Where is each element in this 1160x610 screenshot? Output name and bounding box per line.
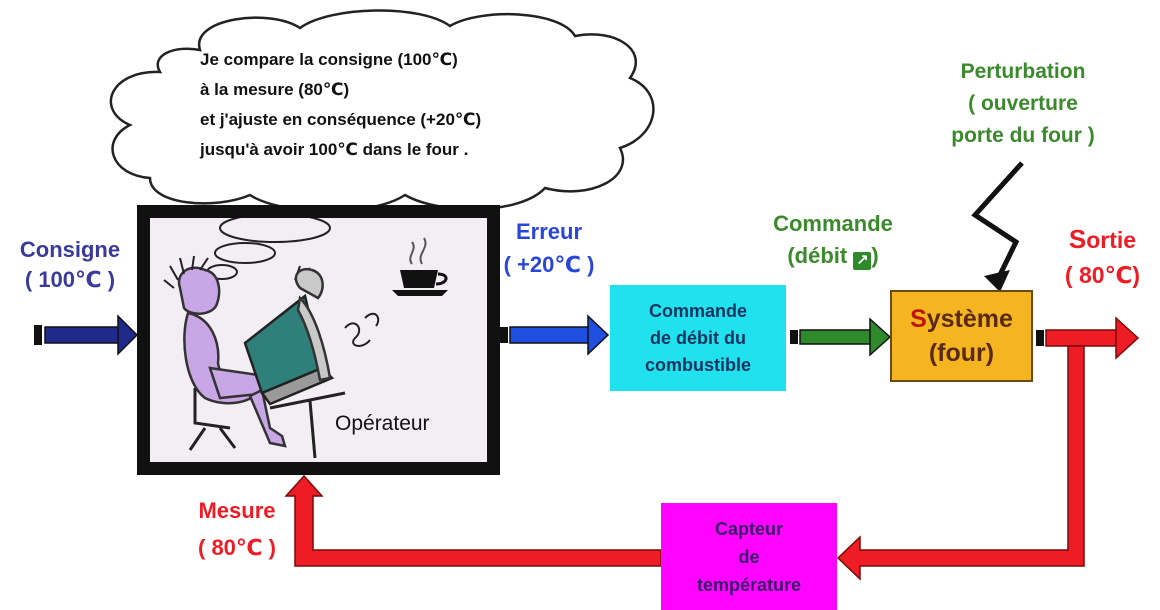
system-subtitle: (four) bbox=[928, 339, 995, 367]
sortie-title-rest: ortie bbox=[1086, 227, 1137, 253]
consigne-value: ( 100℃ ) bbox=[24, 267, 116, 292]
consigne-label: Consigne ( 100℃ ) bbox=[8, 236, 132, 293]
sortie-arrow bbox=[1036, 316, 1140, 360]
sortie-title: Sortie bbox=[1050, 226, 1155, 254]
thought-line: jusqu'à avoir 100℃ dans le four . bbox=[200, 140, 469, 159]
erreur-arrow bbox=[500, 314, 610, 356]
erreur-label: Erreur ( +20℃ ) bbox=[490, 218, 608, 278]
consigne-arrow bbox=[34, 314, 139, 356]
block-line: combustible bbox=[644, 354, 751, 375]
system-title-rest: ystème bbox=[926, 305, 1013, 333]
block-line: Capteur bbox=[714, 518, 783, 539]
system-title: Système bbox=[910, 302, 1013, 336]
feedback-arrow-left bbox=[284, 474, 662, 567]
commande-value: (débit ↗) bbox=[752, 242, 914, 270]
block-line: température bbox=[696, 574, 802, 595]
consigne-title: Consigne bbox=[19, 237, 121, 262]
mesure-label: Mesure ( 80℃ ) bbox=[183, 497, 291, 561]
commande-arrow bbox=[790, 317, 892, 357]
block-line: Commande bbox=[648, 300, 747, 321]
fuel-flow-control-block: Commande de débit du combustible bbox=[610, 285, 786, 391]
operator-label: Opérateur bbox=[335, 412, 430, 435]
perturbation-line: porte du four ) bbox=[951, 124, 1095, 147]
temperature-sensor-block: Capteur de température bbox=[661, 503, 837, 610]
sortie-value: ( 80℃) bbox=[1064, 262, 1141, 288]
commande-value-suffix: ) bbox=[871, 243, 879, 268]
erreur-value: ( +20℃ ) bbox=[503, 252, 595, 277]
chair-icon bbox=[188, 388, 237, 451]
system-title-initial: S bbox=[910, 305, 927, 333]
perturbation-line: ( ouverture bbox=[968, 92, 1078, 115]
figure-outline-icon bbox=[294, 267, 332, 382]
block-line: de bbox=[738, 546, 760, 567]
block-line: de débit du bbox=[649, 327, 746, 348]
perturbation-line: Perturbation bbox=[960, 60, 1086, 83]
mesure-title: Mesure bbox=[198, 498, 276, 523]
squiggle-icon bbox=[344, 312, 380, 347]
sortie-title-initial: S bbox=[1068, 224, 1087, 254]
perturbation-label: Perturbation ( ouverture porte du four ) bbox=[918, 56, 1128, 152]
person-icon bbox=[177, 266, 287, 448]
system-block: Système (four) bbox=[890, 290, 1033, 382]
thought-cloud bbox=[109, 9, 655, 213]
commande-value-prefix: (débit bbox=[787, 243, 854, 268]
sortie-label: Sortie ( 80℃) bbox=[1050, 226, 1155, 289]
up-right-arrow-icon: ↗ bbox=[853, 252, 872, 270]
operator-illustration bbox=[163, 218, 448, 459]
thought-line: à la mesure (80℃) bbox=[200, 80, 350, 99]
thought-text: Je compare la consigne (100℃) à la mesur… bbox=[200, 45, 481, 165]
thought-line: et j'ajuste en conséquence (+20℃) bbox=[200, 110, 482, 129]
perturbation-lightning-icon bbox=[971, 161, 1024, 292]
coffee-cup-icon bbox=[392, 237, 448, 296]
desk-icon bbox=[269, 391, 346, 459]
commande-title: Commande bbox=[773, 211, 893, 236]
thought-line: Je compare la consigne (100℃) bbox=[200, 50, 458, 69]
feedback-arrow-right bbox=[836, 345, 1085, 581]
erreur-title: Erreur bbox=[515, 219, 583, 244]
commande-label: Commande (débit ↗) bbox=[752, 210, 914, 270]
mesure-value: ( 80℃ ) bbox=[198, 535, 276, 560]
